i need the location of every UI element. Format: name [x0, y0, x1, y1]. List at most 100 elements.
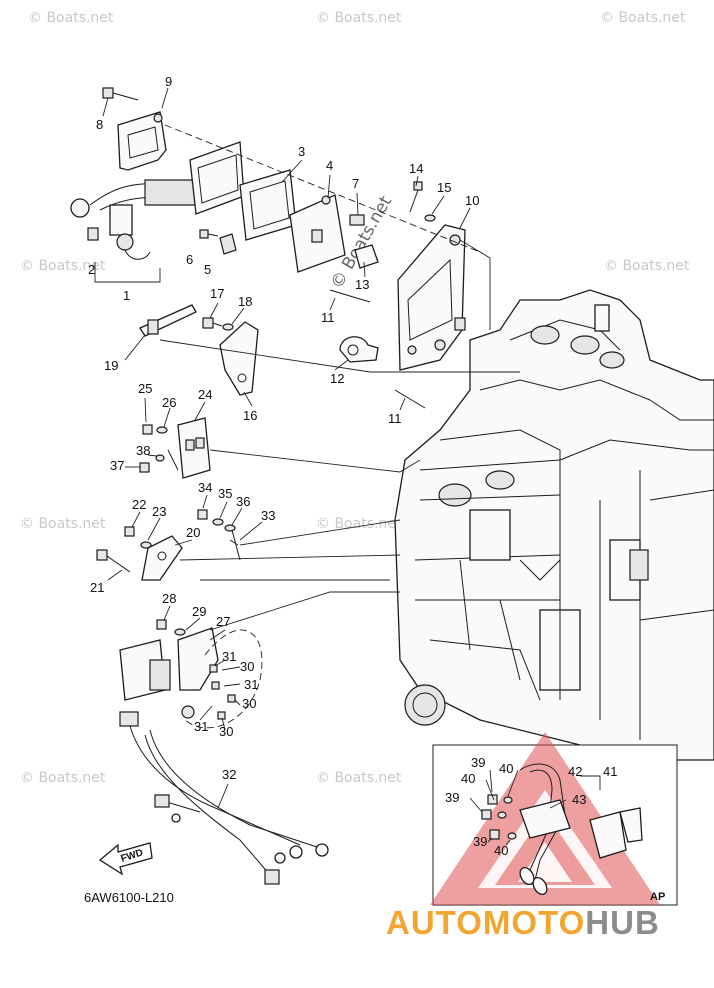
callout-11b: 11: [388, 411, 402, 426]
callout-2: 2: [88, 262, 95, 277]
callout-6: 6: [186, 252, 193, 267]
callout-28: 28: [162, 591, 176, 606]
bracket-10: [397, 224, 466, 371]
washer-18: [222, 323, 234, 331]
watermark: © Boats.net: [604, 258, 690, 274]
harness-assembly-1: [70, 179, 196, 260]
callout-10: 10: [465, 193, 479, 208]
group-bracket-1: [94, 262, 161, 283]
engine-block: [394, 289, 714, 761]
callout-38: 38: [136, 443, 150, 458]
callout-39c: 39: [473, 834, 487, 849]
callout-17: 17: [210, 286, 224, 301]
screw-37: [139, 462, 150, 473]
callout-labels: 9 8 2 1 3 4 7 14 15 10 6 5 13 11 17 18 1…: [88, 74, 665, 903]
clamp-12: [339, 336, 379, 363]
watermark: © Boats.net: [20, 516, 106, 532]
washer-38: [155, 454, 165, 462]
rod-11: [329, 289, 426, 409]
bracket-16: [219, 321, 259, 396]
callout-15: 15: [437, 180, 451, 195]
callout-30b: 30: [242, 696, 256, 711]
washer-23: [140, 541, 152, 549]
callout-14: 14: [409, 161, 423, 176]
washer-26: [156, 426, 168, 434]
bracket-20: [141, 535, 183, 581]
watermark: © Boats.net: [20, 770, 106, 786]
spring-part: [167, 449, 179, 471]
bolt-14: [409, 181, 423, 213]
callout-22: 22: [132, 497, 146, 512]
bolt-28: [156, 619, 167, 630]
callout-27: 27: [216, 614, 230, 629]
callout-41: 41: [603, 764, 617, 779]
callout-30a: 30: [240, 659, 254, 674]
watermark: © Boats.net: [316, 770, 402, 786]
bolt-17: [202, 317, 223, 329]
assembly-leader-lines: [159, 124, 520, 631]
callout-40a: 40: [499, 761, 513, 776]
cover-plate: [189, 141, 245, 215]
callout-21: 21: [90, 580, 104, 595]
callout-13: 13: [355, 277, 369, 292]
callout-3: 3: [298, 144, 305, 159]
callout-34: 34: [198, 480, 212, 495]
callout-20: 20: [186, 525, 200, 540]
screw-34: [197, 509, 208, 520]
callout-42: 42: [568, 764, 582, 779]
screw-6: [199, 229, 219, 239]
wire-harness-32: [119, 711, 329, 885]
watermark: © Boats.net: [600, 10, 686, 26]
watermark: © Boats.net: [28, 10, 114, 26]
relay-assembly: [119, 639, 171, 701]
watermark: © Boats.net: [316, 516, 402, 532]
callout-40b: 40: [461, 771, 475, 786]
group-outline: [184, 629, 263, 729]
callout-43: 43: [572, 792, 586, 807]
washer-35: [212, 518, 224, 526]
brand-logo: AUTOMOTOHUB: [386, 904, 660, 941]
callout-39b: 39: [445, 790, 459, 805]
callout-36: 36: [236, 494, 250, 509]
callout-8: 8: [96, 117, 103, 132]
washer-15: [424, 214, 436, 222]
callout-23: 23: [152, 504, 166, 519]
callout-26: 26: [162, 395, 176, 410]
gasket-3: [239, 169, 297, 241]
strap-19: [139, 304, 197, 337]
callout-31b: 31: [244, 677, 258, 692]
washer-36: [224, 524, 236, 532]
callout-5: 5: [204, 262, 211, 277]
connector-13: [349, 214, 379, 269]
callout-1: 1: [123, 288, 130, 303]
callout-39a: 39: [471, 755, 485, 770]
callout-35: 35: [218, 486, 232, 501]
inset-ap: [430, 732, 678, 906]
callout-19: 19: [104, 358, 118, 373]
callout-12: 12: [330, 371, 344, 386]
bolt-22: [124, 526, 135, 537]
bracket-27: [177, 627, 219, 691]
callout-4: 4: [326, 158, 333, 173]
small-fasteners: [181, 664, 236, 720]
washer-29: [174, 628, 186, 636]
callout-16: 16: [243, 408, 257, 423]
callout-40c: 40: [494, 843, 508, 858]
watermark: © Boats.net: [316, 10, 402, 26]
callout-33: 33: [261, 508, 275, 523]
bolt-25: [142, 424, 153, 435]
inset-label: AP: [650, 891, 665, 903]
callout-leaders: [102, 87, 471, 809]
callout-25: 25: [138, 381, 152, 396]
callout-32: 32: [222, 767, 236, 782]
callout-9: 9: [165, 74, 172, 89]
bolt-21: [96, 549, 131, 573]
bracket-24: [177, 417, 211, 479]
drawing-code: 6AW6100-L210: [84, 890, 174, 905]
callout-24: 24: [198, 387, 212, 402]
clip-5: [219, 233, 237, 255]
bracket-9: [117, 111, 167, 171]
watermark: © Boats.net: [20, 258, 106, 274]
callout-11a: 11: [321, 310, 335, 325]
